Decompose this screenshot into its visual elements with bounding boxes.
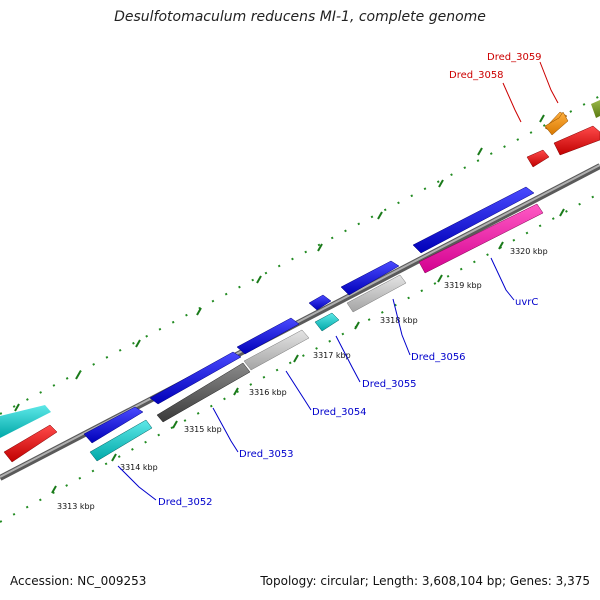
cds-cyan-3055[interactable]: [314, 312, 340, 332]
scale-labels: 3313 kbp 3314 kbp 3315 kbp 3316 kbp 3317…: [57, 247, 548, 511]
tick-label-3316: 3316 kbp: [249, 388, 287, 397]
tick-label-3314: 3314 kbp: [120, 463, 158, 472]
cds-dred-3053[interactable]: [149, 351, 242, 405]
gene-label-dred-3055: Dred_3055: [362, 379, 417, 390]
cds-light-3054[interactable]: [243, 329, 310, 371]
gene-label-uvrc: uvrC: [515, 297, 538, 308]
cds-dark-3053[interactable]: [156, 362, 251, 423]
cds-uvrc[interactable]: [412, 186, 535, 254]
cds-red-3058[interactable]: [526, 149, 550, 168]
gene-label-dred-3059: Dred_3059: [487, 52, 542, 63]
cds-light-3056[interactable]: [346, 274, 407, 313]
cds-cyan-left[interactable]: [0, 405, 51, 438]
tick-label-3315: 3315 kbp: [184, 425, 222, 434]
gene-label-dred-3058: Dred_3058: [449, 70, 504, 81]
inner-dot-track: [0, 192, 600, 523]
accession-text: Accession: NC_009253: [10, 574, 147, 588]
cds-pink-uvrc[interactable]: [418, 203, 544, 274]
tick-label-3320: 3320 kbp: [510, 247, 548, 256]
label-leaders: [117, 61, 559, 501]
cds-dred-3052[interactable]: [83, 406, 144, 444]
cds-red-left[interactable]: [3, 424, 58, 463]
inner-major-ticks: [51, 208, 565, 494]
cds-dred-3056[interactable]: [340, 260, 400, 296]
cds-dred-3055[interactable]: [308, 294, 332, 311]
gene-labels: Dred_3052 Dred_3053 Dred_3054 Dred_3055 …: [158, 52, 542, 508]
map-title: Desulfotomaculum reducens MI-1, complete…: [114, 9, 486, 25]
genome-summary-text: Topology: circular; Length: 3,608,104 bp…: [260, 574, 590, 588]
gene-label-dred-3052: Dred_3052: [158, 497, 213, 508]
cds-olive-partial[interactable]: [591, 100, 600, 118]
tick-label-3319: 3319 kbp: [444, 281, 482, 290]
gene-label-dred-3053: Dred_3053: [239, 449, 294, 460]
cds-dred-3054[interactable]: [236, 317, 300, 355]
cds-dred-3059-arrow[interactable]: [544, 111, 570, 138]
tick-label-3313: 3313 kbp: [57, 502, 95, 511]
cds-red-3059[interactable]: [553, 125, 600, 156]
gene-label-dred-3056: Dred_3056: [411, 352, 466, 363]
tick-label-3317: 3317 kbp: [313, 351, 351, 360]
gene-label-dred-3054: Dred_3054: [312, 407, 367, 418]
cds-cyan-3052[interactable]: [89, 419, 153, 462]
outer-major-ticks: [14, 114, 545, 412]
